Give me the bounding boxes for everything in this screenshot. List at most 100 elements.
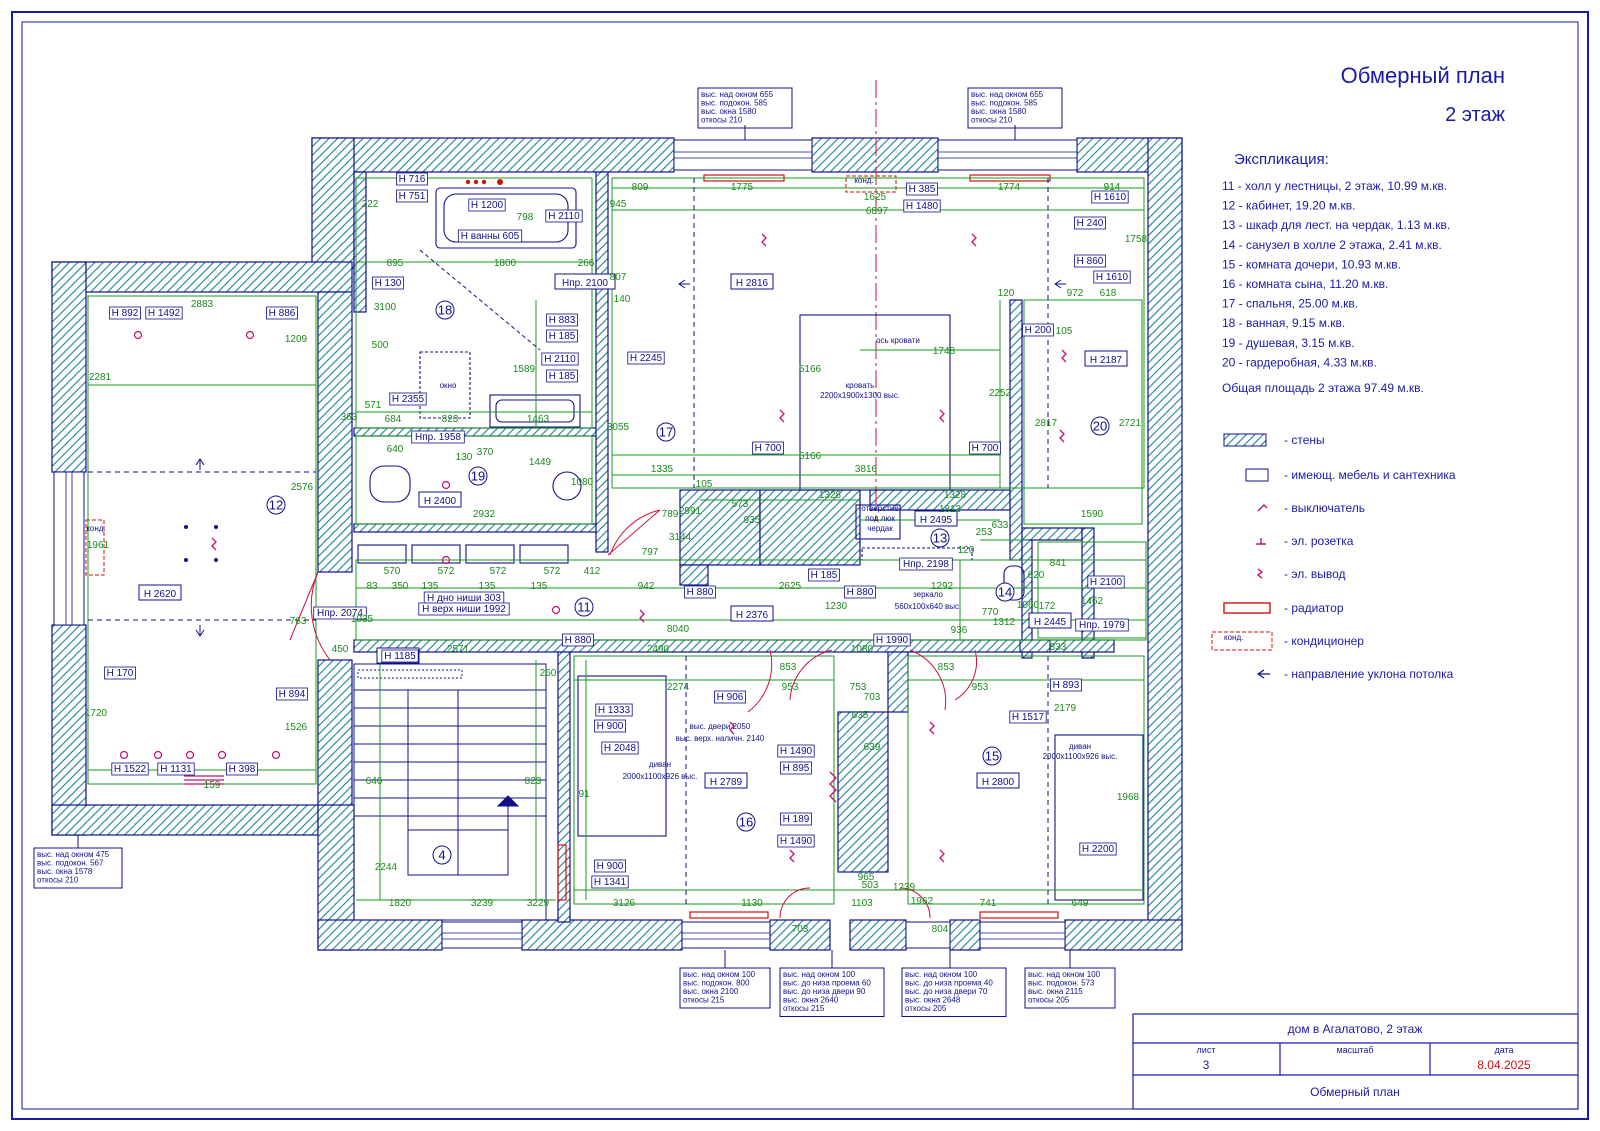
windows bbox=[53, 139, 1078, 949]
dimension-value: 798 bbox=[517, 212, 534, 223]
dimension-value: 2490 bbox=[647, 644, 670, 655]
dimension-value: 763 bbox=[290, 616, 307, 627]
height-tag: Нпр. 1979 bbox=[1079, 620, 1125, 631]
height-tag: Н 2048 bbox=[604, 743, 637, 754]
height-tag-box bbox=[594, 859, 626, 873]
window-note-line: откосы 205 bbox=[1028, 996, 1070, 1005]
dimension-value: 809 bbox=[632, 182, 649, 193]
room-number-circle bbox=[266, 495, 286, 515]
height-tag-box bbox=[684, 585, 716, 599]
height-tag-box bbox=[389, 392, 427, 406]
height-tag-box bbox=[777, 834, 815, 848]
dimension-value: 649 bbox=[1072, 898, 1089, 909]
height-tag-box bbox=[591, 875, 629, 889]
legend-label: - направление уклона потолка bbox=[1284, 667, 1454, 681]
dimension-value: 895 bbox=[387, 258, 404, 269]
dimension-value: 572 bbox=[438, 566, 455, 577]
dimension-value: 1292 bbox=[931, 581, 954, 592]
dimension-value: 3126 bbox=[613, 898, 636, 909]
height-tag: Н 2110 bbox=[548, 211, 580, 222]
dimension-value: 222 bbox=[362, 199, 379, 210]
room-height: Н 2376 bbox=[736, 610, 769, 621]
explication-list: 11 - холл у лестницы, 2 этаж, 10.99 м.кв… bbox=[1222, 179, 1450, 369]
dimension-value: 935 bbox=[744, 515, 761, 526]
height-tag-box bbox=[562, 633, 594, 647]
height-tag-box bbox=[104, 666, 136, 680]
dimension-value: 684 bbox=[385, 414, 402, 425]
plan-note: под люк bbox=[865, 514, 895, 523]
height-tag-box bbox=[595, 703, 633, 717]
height-tag-box bbox=[627, 351, 665, 365]
room-height-box bbox=[730, 273, 774, 290]
window-note-line: откосы 210 bbox=[701, 116, 743, 125]
dimension-value: 1758 bbox=[1125, 234, 1148, 245]
height-tag-box bbox=[541, 352, 579, 366]
furniture-rect-icon bbox=[1245, 468, 1269, 482]
height-tag-box bbox=[1091, 190, 1129, 204]
height-tag-box bbox=[546, 369, 578, 383]
dimension-value: 2274 bbox=[667, 682, 690, 693]
arrow-left-icon bbox=[1256, 669, 1270, 679]
height-tag-box bbox=[157, 762, 195, 776]
light-points bbox=[184, 525, 218, 562]
height-tag: Н 880 bbox=[847, 587, 874, 598]
dimension-value: 1463 bbox=[527, 414, 550, 425]
height-tag: Н 185 bbox=[549, 371, 576, 382]
dimension-value: 370 bbox=[477, 447, 494, 458]
room-height-box bbox=[1028, 612, 1072, 629]
height-tag-box bbox=[899, 557, 953, 571]
height-tag-box bbox=[418, 602, 510, 616]
room-11: 11 Н 2376 bbox=[574, 597, 774, 622]
dimension-value: 635 bbox=[852, 710, 869, 721]
plan-note: окно bbox=[440, 381, 457, 390]
height-tag: Н 1490 bbox=[780, 836, 813, 847]
window-note-line: выс. окна 2648 bbox=[905, 996, 961, 1005]
height-tag-box bbox=[601, 741, 639, 755]
window-note-line: выс. над окном 475 bbox=[37, 850, 110, 859]
room-17: 17Н 2816 bbox=[656, 273, 774, 442]
window-note-line: выс. окна 2100 bbox=[683, 987, 739, 996]
height-tag-box bbox=[873, 633, 911, 647]
dimension-value: 945 bbox=[610, 199, 627, 210]
height-tag-box bbox=[313, 606, 367, 620]
dimension-value: 1080 bbox=[571, 477, 594, 488]
dimension-value: 450 bbox=[332, 644, 349, 655]
window-note-line: откосы 215 bbox=[783, 1004, 825, 1013]
stairs bbox=[353, 663, 547, 921]
height-tag: Н 1522 bbox=[114, 764, 147, 775]
legend-label: - стены bbox=[1284, 433, 1325, 447]
window-note-line: выс. подокон. 585 bbox=[971, 99, 1038, 108]
room18-diagonal bbox=[419, 249, 541, 351]
dimension-value: 1775 bbox=[731, 182, 754, 193]
window-note-line: выс. подокон. 800 bbox=[683, 979, 750, 988]
room-height-box bbox=[704, 772, 748, 789]
ac-icon: конд. bbox=[1211, 631, 1273, 651]
explication-heading: Экспликация: bbox=[1234, 151, 1329, 168]
dimension-value: 260 bbox=[540, 668, 557, 679]
dimension-value: 503 bbox=[862, 880, 879, 891]
height-tag: Н 200 bbox=[1025, 325, 1052, 336]
height-tag-box bbox=[1093, 270, 1131, 284]
dimension-value: 1230 bbox=[825, 601, 848, 612]
dimension-value: 1209 bbox=[285, 334, 308, 345]
height-tag-box bbox=[372, 276, 404, 290]
room-height-box bbox=[730, 605, 774, 622]
legend-label: - эл. розетка bbox=[1284, 534, 1354, 548]
room-number: 15 bbox=[985, 749, 999, 764]
height-tag: Нпр. 2198 bbox=[903, 559, 949, 570]
height-tag-box bbox=[1087, 575, 1125, 589]
room-number: 11 bbox=[577, 600, 591, 615]
dimension-value: 3229 bbox=[527, 898, 550, 909]
height-tag-box bbox=[411, 430, 465, 444]
height-tag-box bbox=[1075, 618, 1129, 632]
dimension-value: 172 bbox=[1039, 601, 1056, 612]
dimension-value: 770 bbox=[982, 607, 999, 618]
height-tag-box bbox=[1050, 678, 1082, 692]
height-tag: Н 700 bbox=[972, 443, 999, 454]
height-tag-box bbox=[752, 441, 784, 455]
walls bbox=[51, 137, 1183, 951]
height-tag-box bbox=[594, 719, 626, 733]
